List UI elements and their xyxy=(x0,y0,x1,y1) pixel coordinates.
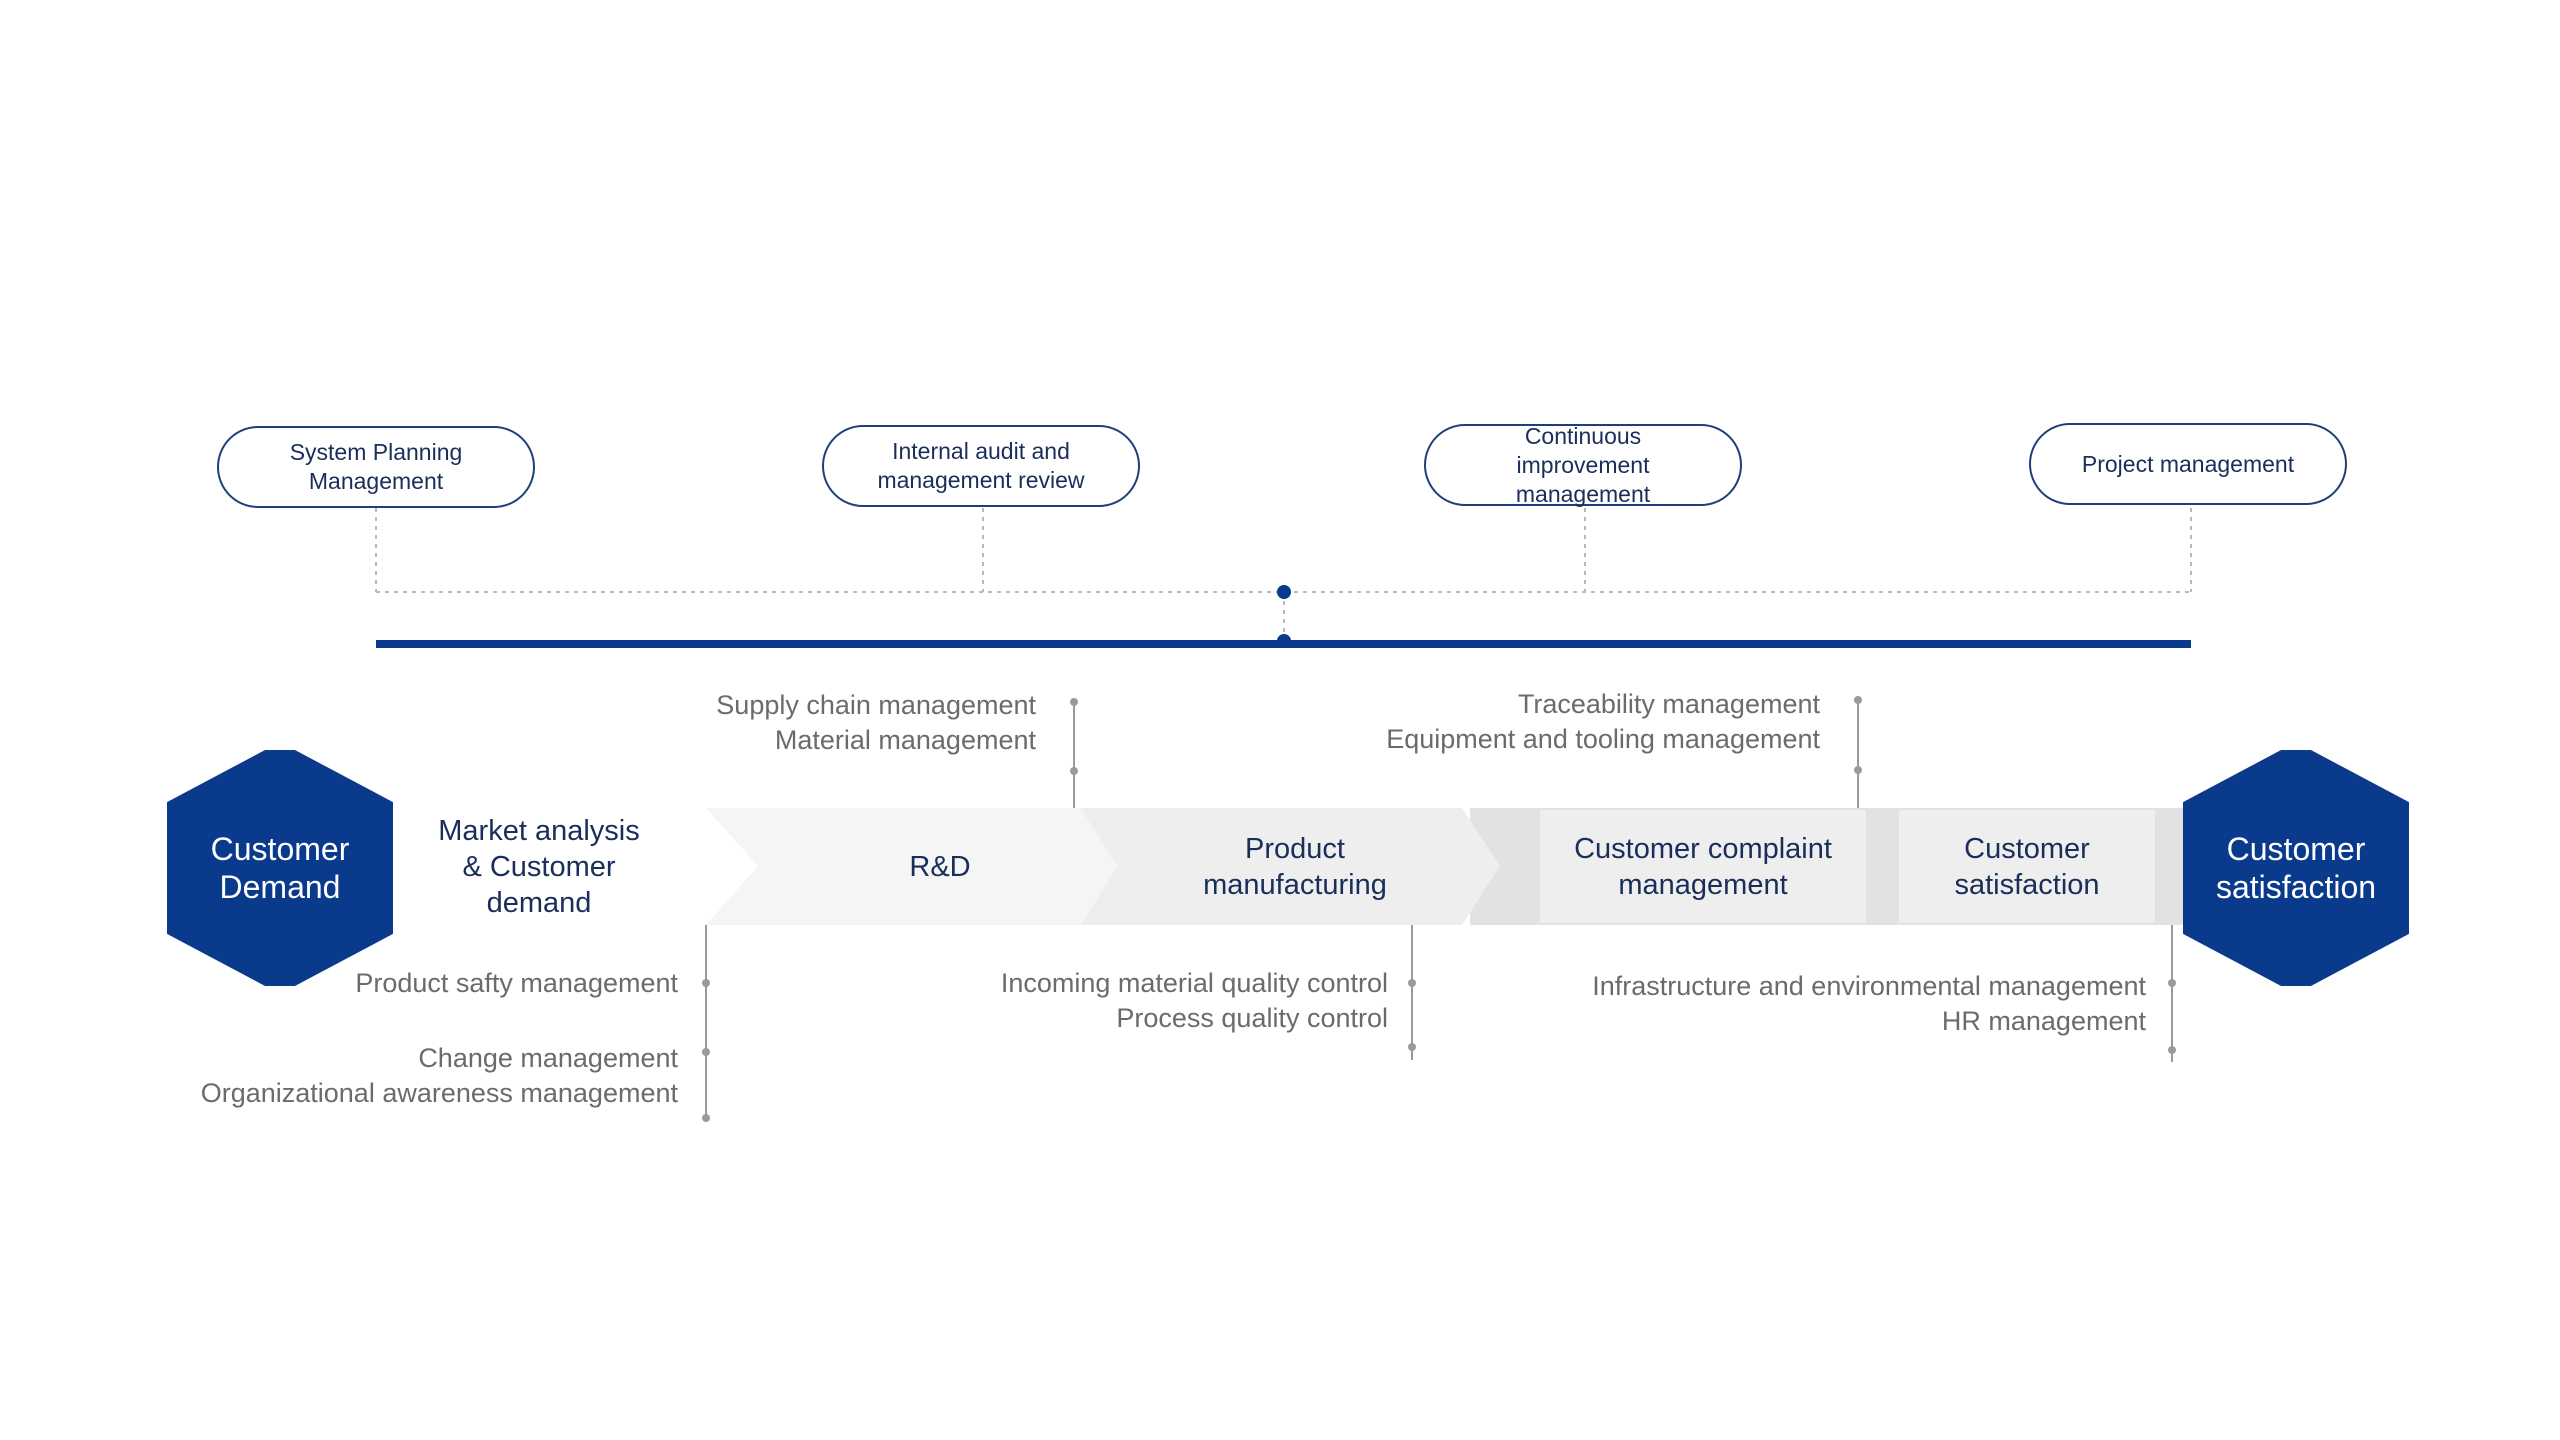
connector-dot xyxy=(702,1114,710,1122)
stage-arrow-rnd xyxy=(668,808,1118,925)
connector-dot-bar xyxy=(1277,634,1291,648)
stage-product-manufacturing: Product manufacturing xyxy=(1203,832,1387,901)
hexagon-label: Customer satisfaction xyxy=(2215,831,2377,905)
stage-arrow-market xyxy=(378,808,758,925)
connector-dot xyxy=(702,1048,710,1056)
stage-rnd: R&D xyxy=(909,850,971,883)
pill-internal-audit: Internal audit and management review xyxy=(822,425,1140,507)
note-supply-chain: Supply chain management Material managem… xyxy=(716,690,1036,755)
connector-dot xyxy=(702,979,710,987)
pill-project-management: Project management xyxy=(2029,423,2347,505)
connector-dot xyxy=(1070,698,1078,706)
connector-dot xyxy=(2168,1046,2176,1054)
stage-box-satisfaction xyxy=(1899,810,2155,923)
hexagon-shape xyxy=(2183,750,2409,986)
note-product-safety: Product safty management xyxy=(355,968,678,998)
connector-dot xyxy=(1854,766,1862,774)
note-infrastructure: Infrastructure and environmental managem… xyxy=(1592,971,2146,1036)
hexagon-customer-demand: Customer Demand xyxy=(167,750,393,986)
hexagon-shape xyxy=(167,750,393,986)
connector-dot-top xyxy=(1277,585,1291,599)
connector-dot xyxy=(1408,979,1416,987)
stage-customer-complaint: Customer complaint management xyxy=(1574,832,1832,901)
note-traceability: Traceability management Equipment and to… xyxy=(1386,689,1820,754)
stage-box-complaint xyxy=(1540,810,1866,923)
hexagon-customer-satisfaction: Customer satisfaction xyxy=(2183,750,2409,986)
stage-arrow-manufacturing xyxy=(1080,808,1500,925)
connector-dot xyxy=(1854,696,1862,704)
connector-dot xyxy=(1070,767,1078,775)
note-incoming-material: Incoming material quality control Proces… xyxy=(1000,968,1388,1033)
pill-continuous-improvement: Continuous improvement management xyxy=(1424,423,1742,507)
connector-dot xyxy=(1408,1043,1416,1051)
stage-market-analysis: Market analysis & Customer demand xyxy=(438,814,640,919)
hexagon-label: Customer Demand xyxy=(210,831,350,905)
connector-dot xyxy=(2168,979,2176,987)
stage-customer-satisfaction: Customer satisfaction xyxy=(1954,832,2100,901)
note-change-management: Change management Organizational awarene… xyxy=(200,1043,678,1108)
pill-system-planning: System Planning Management xyxy=(217,426,535,508)
